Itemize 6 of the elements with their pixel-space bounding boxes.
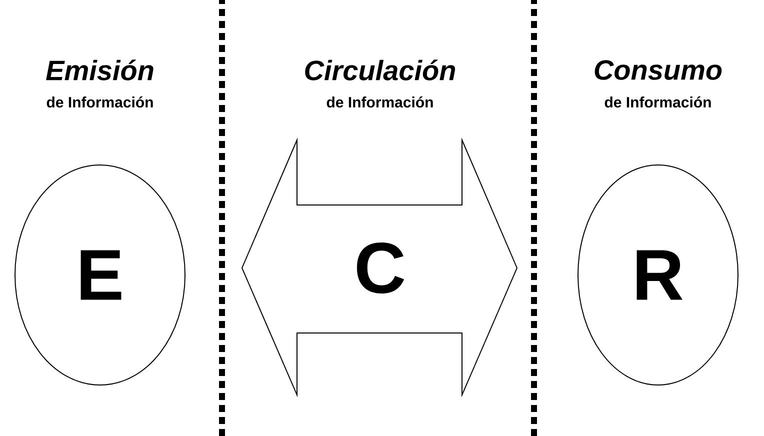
subheading: de Información [326,96,433,108]
heading: Emisión [46,60,154,80]
heading: Circulación [305,60,456,80]
heading: Consumo [594,60,722,80]
subheading: de Información [604,96,711,108]
subheading: de Información [46,96,153,108]
